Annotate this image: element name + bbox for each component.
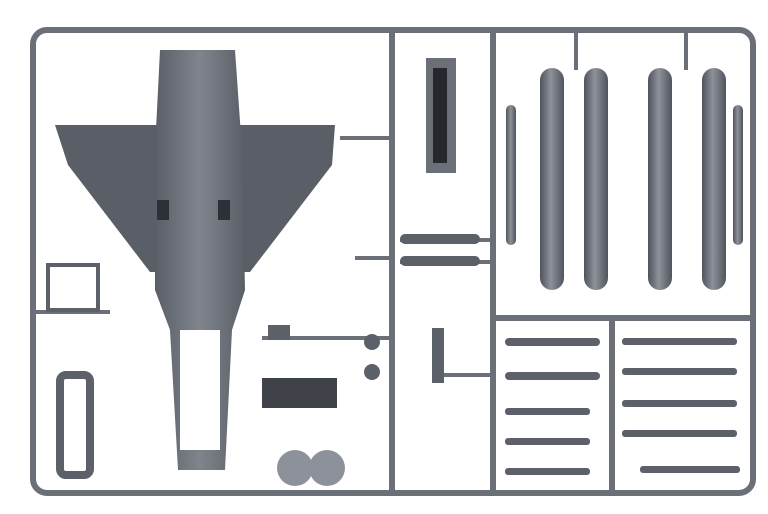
- fuselage-part: [155, 50, 245, 470]
- small-parts: [46, 234, 480, 486]
- cockpit-tub-part: [426, 58, 456, 173]
- sprue-frame: [30, 27, 756, 496]
- fuel-tank-parts: [506, 68, 743, 290]
- missile-parts: [505, 338, 740, 475]
